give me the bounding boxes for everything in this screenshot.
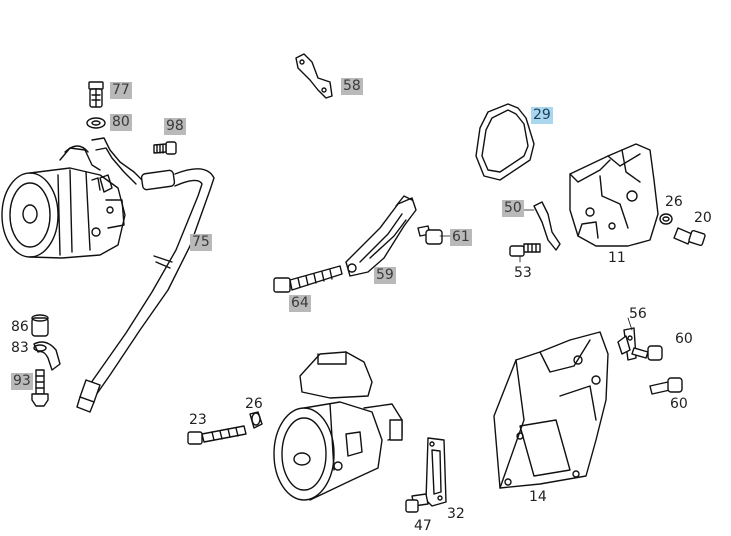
gasket-29 [475,103,535,181]
pressure-hose-75 [76,137,215,413]
bolt-47 [405,493,429,513]
label-64: 64 [289,295,311,312]
label-11: 11 [608,250,626,266]
banjo-bolt-77 [88,81,104,108]
label-58: 58 [341,78,363,95]
label-23: 23 [189,412,207,428]
label-26-top: 26 [665,194,683,210]
bracket-50 [533,201,561,251]
bolt-60-lower [649,377,683,395]
bolt-61 [417,225,443,245]
label-47: 47 [414,518,432,534]
bracket-arm-59 [345,195,417,277]
label-14: 14 [529,489,547,505]
bolt-93 [31,369,49,407]
label-93: 93 [11,373,33,390]
label-59: 59 [374,267,396,284]
gasket-32 [425,437,447,507]
label-61: 61 [450,229,472,246]
washer-80 [86,117,106,129]
label-26-lower: 26 [245,396,263,412]
label-75: 75 [190,234,212,251]
bolt-53 [509,243,541,257]
bolt-23 [187,425,247,445]
bushing-26-lower [249,411,263,429]
label-77: 77 [110,82,132,99]
clamp-83 [33,341,61,371]
label-53: 53 [514,265,532,281]
sleeve-86 [31,314,49,337]
bracket-58 [295,53,333,99]
bushing-26-top [659,213,673,225]
pump-assembly-left [1,145,126,259]
label-50: 50 [502,200,524,217]
mounting-bracket-14 [493,331,609,489]
label-60-upper: 60 [675,331,693,347]
bolt-64 [273,265,343,293]
label-60-lower: 60 [670,396,688,412]
bolt-60-upper [631,345,663,361]
label-83: 83 [11,340,29,356]
bracket-11 [569,143,659,247]
pump-assembly-center [273,351,403,501]
label-32: 32 [447,506,465,522]
bolt-20 [673,227,706,247]
label-98: 98 [164,118,186,135]
clip-56 [617,327,637,361]
label-86: 86 [11,319,29,335]
label-56: 56 [629,306,647,322]
label-20: 20 [694,210,712,226]
label-80: 80 [110,114,132,131]
label-29: 29 [531,107,553,124]
bolt-98 [153,141,177,155]
